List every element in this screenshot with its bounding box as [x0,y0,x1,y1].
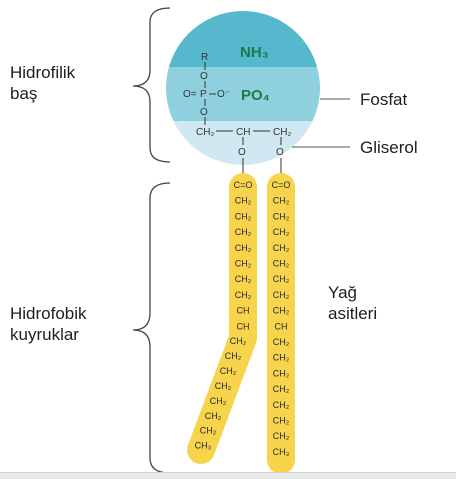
left-tail-atom: CH₂ [220,366,237,376]
left-tail-atom: CH₂ [235,211,252,221]
right-tail-atom: CH₂ [273,290,290,300]
left-tail-atom: CH₂ [235,290,252,300]
fatty-acids-line1: Yağ [328,283,357,302]
left-tail-atom: CH₂ [235,243,252,253]
ester-oxygen-right: O [276,147,284,158]
right-tail-atom: CH₂ [273,259,290,269]
oxygen-double-label: O= [183,89,197,100]
right-tail-atom: CH₂ [273,416,290,426]
left-tail-capsule [187,173,257,464]
left-tail-atom: CH₂ [235,274,252,284]
right-tail-atom: CH₂ [273,384,290,394]
glycerol-c3-label: CH₂ [273,127,291,138]
oxygen-bottom-label: O [200,107,208,118]
right-tail-atom: CH₂ [273,306,290,316]
fatty-acids-label: Yağ asitleri [328,282,377,324]
phosphorus-label: P [200,89,207,100]
hydrophilic-label-line1: Hidrofilik [10,63,76,82]
phosphate-band [166,67,320,121]
r-group-label: R [201,52,208,63]
fatty-acids-line2: asitleri [328,304,378,323]
oxygen-minus-label: O⁻ [217,89,230,100]
hydrophobic-tails-label: Hidrofobik kuyruklar [10,303,87,345]
right-tail-atom: CH₂ [273,243,290,253]
left-tail-atom: CH₂ [225,351,242,361]
ester-oxygen-left: O [238,147,246,158]
right-tail-atom: CH₃ [273,447,290,457]
left-tail-atom: CH₂ [215,381,232,391]
right-tail-atom: CH₂ [273,227,290,237]
left-tail-atom: CH [237,306,250,316]
left-tail-atom: CH₂ [205,411,222,421]
left-tail-atom: C=O [234,180,253,190]
glycerol-label: Gliserol [360,138,418,157]
leader-lines [292,98,350,148]
right-tail-atom: CH₂ [273,353,290,363]
phosphate-group-label: PO₄ [241,87,270,104]
choline-label: NH₃ [240,44,269,61]
fatty-acid-tail-atoms: C=O CH₂ CH₂ CH₂ CH₂ CH₂ CH₂ CH₂ CH CH CH₂ CH₂ CH₂ CH₂… [195,180,291,457]
right-tail-atom: CH₂ [273,400,290,410]
hydrophobic-label-line1: Hidrofobik [10,304,87,323]
left-tail-atom: CH₂ [235,196,252,206]
left-tail-atom: CH₂ [200,426,217,436]
phosphate-label: Fosfat [360,90,408,109]
right-tail-atom: C=O [272,180,291,190]
right-tail-atom: CH [275,321,288,331]
right-tail-atom: CH₂ [273,196,290,206]
right-tail-atom: CH₂ [273,368,290,378]
right-tail-atom: CH₂ [273,431,290,441]
glycerol-c1-label: CH₂ [196,127,214,138]
label-braces [132,7,171,474]
right-tail-atom: CH₂ [273,337,290,347]
hydrophilic-brace [132,7,171,163]
head-chemistry: R O O= P O⁻ O NH₃ PO₄ CH₂ CH CH₂ O O [183,44,291,178]
left-tail-atom: CH₂ [235,259,252,269]
left-tail-atom: CH [237,321,250,331]
glycerol-c2-label: CH [236,127,250,138]
right-tail-atom: CH₂ [273,211,290,221]
oxygen-top-label: O [200,71,208,82]
left-tail-atom: CH₂ [230,336,247,346]
fatty-acid-tail-backgrounds [187,173,295,474]
hydrophilic-label-line2: baş [10,84,38,103]
hydrophobic-label-line2: kuyruklar [10,325,79,344]
left-tail-atom: CH₂ [235,227,252,237]
right-tail-atom: CH₂ [273,274,290,284]
bottom-edge-bar [0,472,456,479]
hydrophilic-head-label: Hidrofilik baş [10,62,75,104]
left-tail-atom: CH₃ [195,441,212,451]
left-tail-atom: CH₂ [210,396,227,406]
hydrophobic-brace [132,182,171,474]
